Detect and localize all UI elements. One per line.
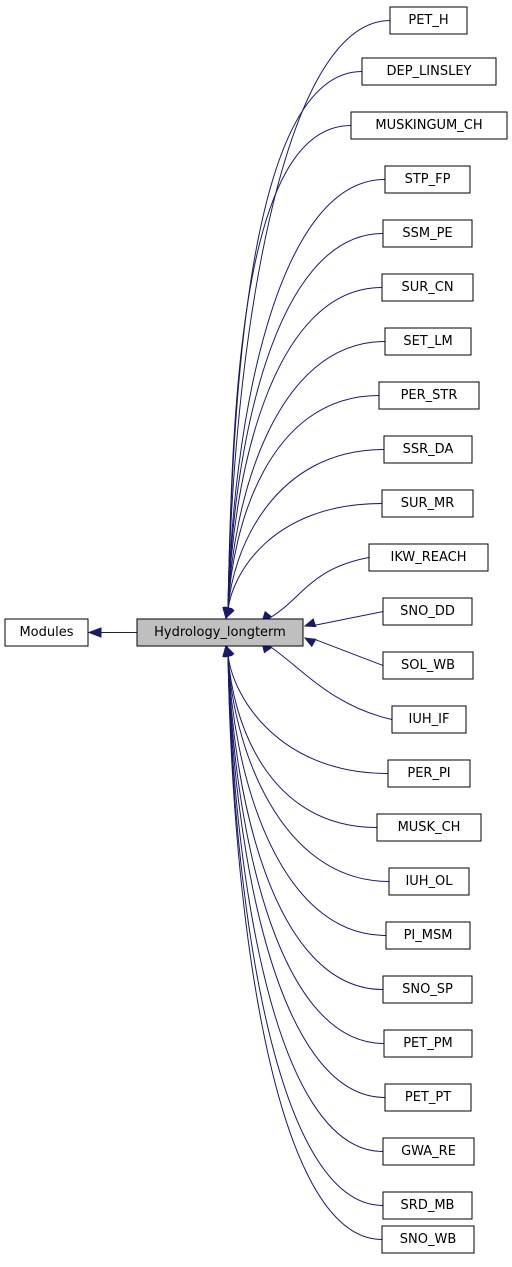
node-pet-pt[interactable]: PET_PT [384, 1083, 472, 1112]
edge-srd-mb [227, 653, 384, 1206]
arrowhead-sno-dd [303, 618, 317, 628]
node-set-lm[interactable]: SET_LM [384, 327, 472, 356]
node-sno-wb-label: SNO_WB [400, 1232, 456, 1247]
graph-arrowheads [87, 606, 317, 658]
node-modules-label: Modules [19, 625, 73, 640]
edge-ikw-reach [267, 557, 370, 620]
node-sol-wb-label: SOL_WB [401, 658, 455, 673]
node-musk-ch-label: MUSK_CH [398, 820, 461, 835]
edge-per-pi [227, 653, 389, 774]
node-pi-msm-label: PI_MSM [404, 928, 453, 943]
edge-per-str [227, 395, 380, 611]
edge-sno-dd [312, 611, 384, 627]
node-pet-h-label: PET_H [408, 13, 448, 28]
node-per-str-label: PER_STR [401, 388, 458, 403]
edge-pet-pt [227, 653, 386, 1098]
arrowhead-modules [87, 627, 102, 638]
node-muskingum-ch[interactable]: MUSKINGUM_CH [350, 111, 508, 140]
edge-pet-h [227, 20, 391, 611]
node-dep-linsley-label: DEP_LINSLEY [386, 64, 471, 79]
node-per-str[interactable]: PER_STR [378, 381, 480, 410]
node-iuh-ol-label: IUH_OL [405, 874, 453, 889]
node-muskingum-ch-label: MUSKINGUM_CH [375, 118, 482, 133]
node-sno-sp[interactable]: SNO_SP [382, 975, 473, 1004]
node-pet-pm[interactable]: PET_PM [383, 1029, 473, 1058]
node-sno-wb[interactable]: SNO_WB [381, 1225, 475, 1254]
edge-ssr-da [227, 449, 385, 611]
edge-gwa-re [227, 653, 384, 1152]
node-sno-dd-label: SNO_DD [400, 604, 455, 619]
child-nodes: PET_H DEP_LINSLEY MUSKINGUM_CH STP_FP SSM_PE… [350, 6, 508, 1254]
edge-pi-msm [227, 653, 387, 936]
node-srd-mb-label: SRD_MB [401, 1198, 455, 1213]
edge-muskingum-ch [227, 125, 352, 611]
node-sno-dd[interactable]: SNO_DD [382, 597, 473, 626]
edge-set-lm [227, 341, 386, 611]
node-hydrology-longterm-label: Hydrology_longterm [154, 625, 286, 640]
node-per-pi-label: PER_PI [407, 766, 450, 781]
node-pet-pm-label: PET_PM [403, 1036, 453, 1051]
node-ssr-da-label: SSR_DA [403, 442, 454, 457]
node-sno-sp-label: SNO_SP [402, 982, 453, 997]
edge-stp-fp [227, 179, 386, 611]
node-ikw-reach-label: IKW_REACH [390, 550, 466, 565]
node-iuh-ol[interactable]: IUH_OL [388, 867, 470, 896]
node-pet-pt-label: PET_PT [405, 1090, 451, 1105]
node-sol-wb[interactable]: SOL_WB [382, 651, 474, 680]
node-sur-mr[interactable]: SUR_MR [381, 489, 474, 518]
node-gwa-re-label: GWA_RE [401, 1144, 456, 1159]
node-ssr-da[interactable]: SSR_DA [383, 435, 473, 464]
node-sur-cn[interactable]: SUR_CN [381, 273, 474, 302]
node-pi-msm[interactable]: PI_MSM [385, 921, 471, 950]
edge-ssm-pe [227, 233, 384, 611]
node-modules[interactable]: Modules [4, 618, 89, 647]
edge-sno-wb [227, 653, 383, 1240]
node-pet-h[interactable]: PET_H [389, 6, 468, 35]
node-set-lm-label: SET_LM [403, 334, 452, 349]
node-iuh-if-label: IUH_IF [409, 712, 450, 727]
node-hydrology-longterm[interactable]: Hydrology_longterm [136, 618, 304, 647]
node-stp-fp[interactable]: STP_FP [384, 165, 471, 194]
edge-iuh-ol [227, 653, 390, 882]
node-sur-cn-label: SUR_CN [401, 280, 453, 295]
node-ikw-reach[interactable]: IKW_REACH [368, 543, 489, 572]
node-srd-mb[interactable]: SRD_MB [382, 1191, 473, 1220]
arrowhead-sno-wb [222, 644, 232, 657]
node-per-pi[interactable]: PER_PI [387, 759, 471, 788]
edge-sol-wb [312, 638, 384, 666]
edge-iuh-if [267, 644, 393, 720]
node-dep-linsley[interactable]: DEP_LINSLEY [361, 57, 497, 86]
edge-sur-mr [227, 503, 383, 611]
node-sur-mr-label: SUR_MR [401, 496, 455, 511]
graph-edges [100, 20, 393, 1240]
node-ssm-pe-label: SSM_PE [402, 226, 452, 241]
edge-musk-ch [227, 653, 378, 828]
node-gwa-re[interactable]: GWA_RE [382, 1137, 475, 1166]
arrowhead-sol-wb [303, 637, 317, 648]
node-musk-ch[interactable]: MUSK_CH [376, 813, 482, 842]
arrowhead-sur-mr [225, 606, 235, 620]
node-iuh-if[interactable]: IUH_IF [391, 705, 467, 734]
edge-sur-cn [227, 287, 383, 611]
node-ssm-pe[interactable]: SSM_PE [382, 219, 473, 248]
edge-pet-pm [227, 653, 385, 1044]
edge-sno-sp [227, 653, 384, 990]
node-stp-fp-label: STP_FP [405, 172, 451, 187]
